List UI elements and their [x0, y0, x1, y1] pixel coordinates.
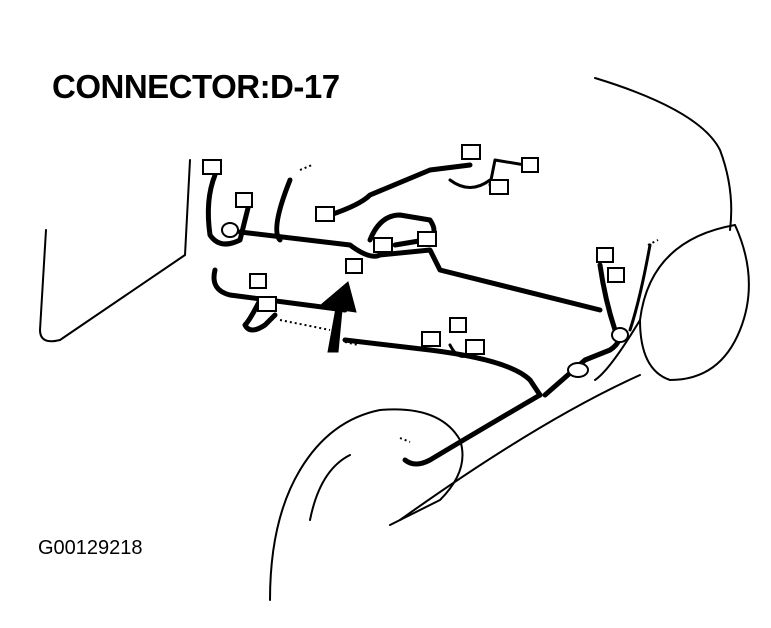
- diagram-title: CONNECTOR:D-17: [52, 68, 340, 105]
- connector: [521, 157, 539, 173]
- ground-terminal: [611, 327, 629, 343]
- connector: [315, 206, 335, 222]
- vehicle-body-outline: [39, 77, 750, 601]
- grommet: [567, 362, 589, 378]
- connector: [373, 237, 393, 253]
- connector: [596, 247, 614, 263]
- connector-d17: [345, 258, 363, 274]
- connector: [461, 144, 481, 160]
- connector: [465, 339, 485, 355]
- figure-id: G00129218: [38, 537, 143, 559]
- connector: [249, 273, 267, 289]
- locator-arrow: [320, 281, 357, 353]
- connector: [235, 192, 253, 208]
- connectors: [202, 144, 629, 378]
- connector: [257, 296, 277, 312]
- connector: [449, 317, 467, 333]
- connector: [202, 159, 222, 175]
- corrugated-tube-marks: [279, 164, 659, 443]
- connector: [417, 231, 437, 247]
- connector: [489, 179, 509, 195]
- ground-terminal: [221, 222, 239, 238]
- connector: [421, 331, 441, 347]
- connector: [607, 267, 625, 283]
